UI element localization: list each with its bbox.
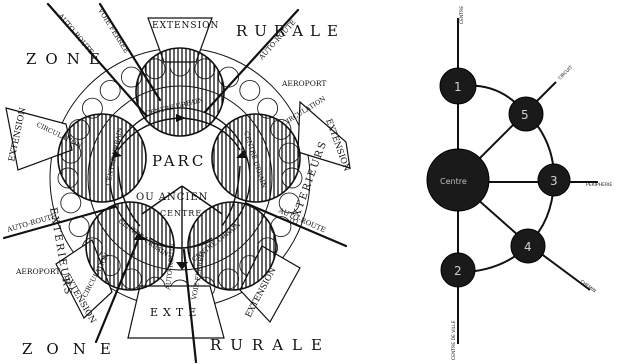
aeroport-left-label: AEROPORT bbox=[15, 267, 60, 276]
aeroport-right-label: AEROPORT bbox=[281, 79, 326, 88]
road-bottom-label: CENTRE DE VILLE bbox=[451, 320, 457, 360]
node-centre-label: Centre bbox=[440, 177, 467, 186]
road-lower-right-label: CHEMIN bbox=[579, 279, 597, 294]
parc-label: PARC bbox=[152, 152, 206, 170]
node-5-label: 5 bbox=[521, 108, 529, 122]
zone-label-top: ZONE bbox=[26, 50, 109, 68]
node-2-label: 2 bbox=[454, 264, 462, 278]
node-4-label: 4 bbox=[524, 240, 532, 254]
centre-label: CENTRE bbox=[160, 209, 202, 218]
node-3-label: 3 bbox=[550, 174, 558, 188]
ancien-label: OU ANCIEN bbox=[136, 192, 208, 203]
road-upper-right-label: CIRCUIT bbox=[557, 64, 574, 81]
road-top-label: CENTRE bbox=[459, 6, 465, 24]
extension-bottom-center-label: EXTE bbox=[150, 306, 201, 319]
voie-ferree-top-label: VOIE FERREE bbox=[96, 6, 131, 55]
network-diagram: 1 5 Centre 3 4 2 CENTRE CENTRE DE VILLE … bbox=[427, 6, 612, 360]
road-right-label: PERIPHERIE bbox=[586, 182, 612, 188]
rurale-label-bottom: RURALE bbox=[210, 336, 331, 354]
urban-centre-top bbox=[136, 48, 224, 136]
urban-centre-left bbox=[58, 114, 146, 202]
zone-label-bottom: ZONE bbox=[22, 340, 125, 358]
extension-top-label: EXTENSION bbox=[152, 21, 219, 31]
node-1-label: 1 bbox=[454, 80, 462, 94]
radial-city-plan: ZONE RURALE ZONE RURALE EXTENSION EXTENS… bbox=[4, 4, 352, 362]
